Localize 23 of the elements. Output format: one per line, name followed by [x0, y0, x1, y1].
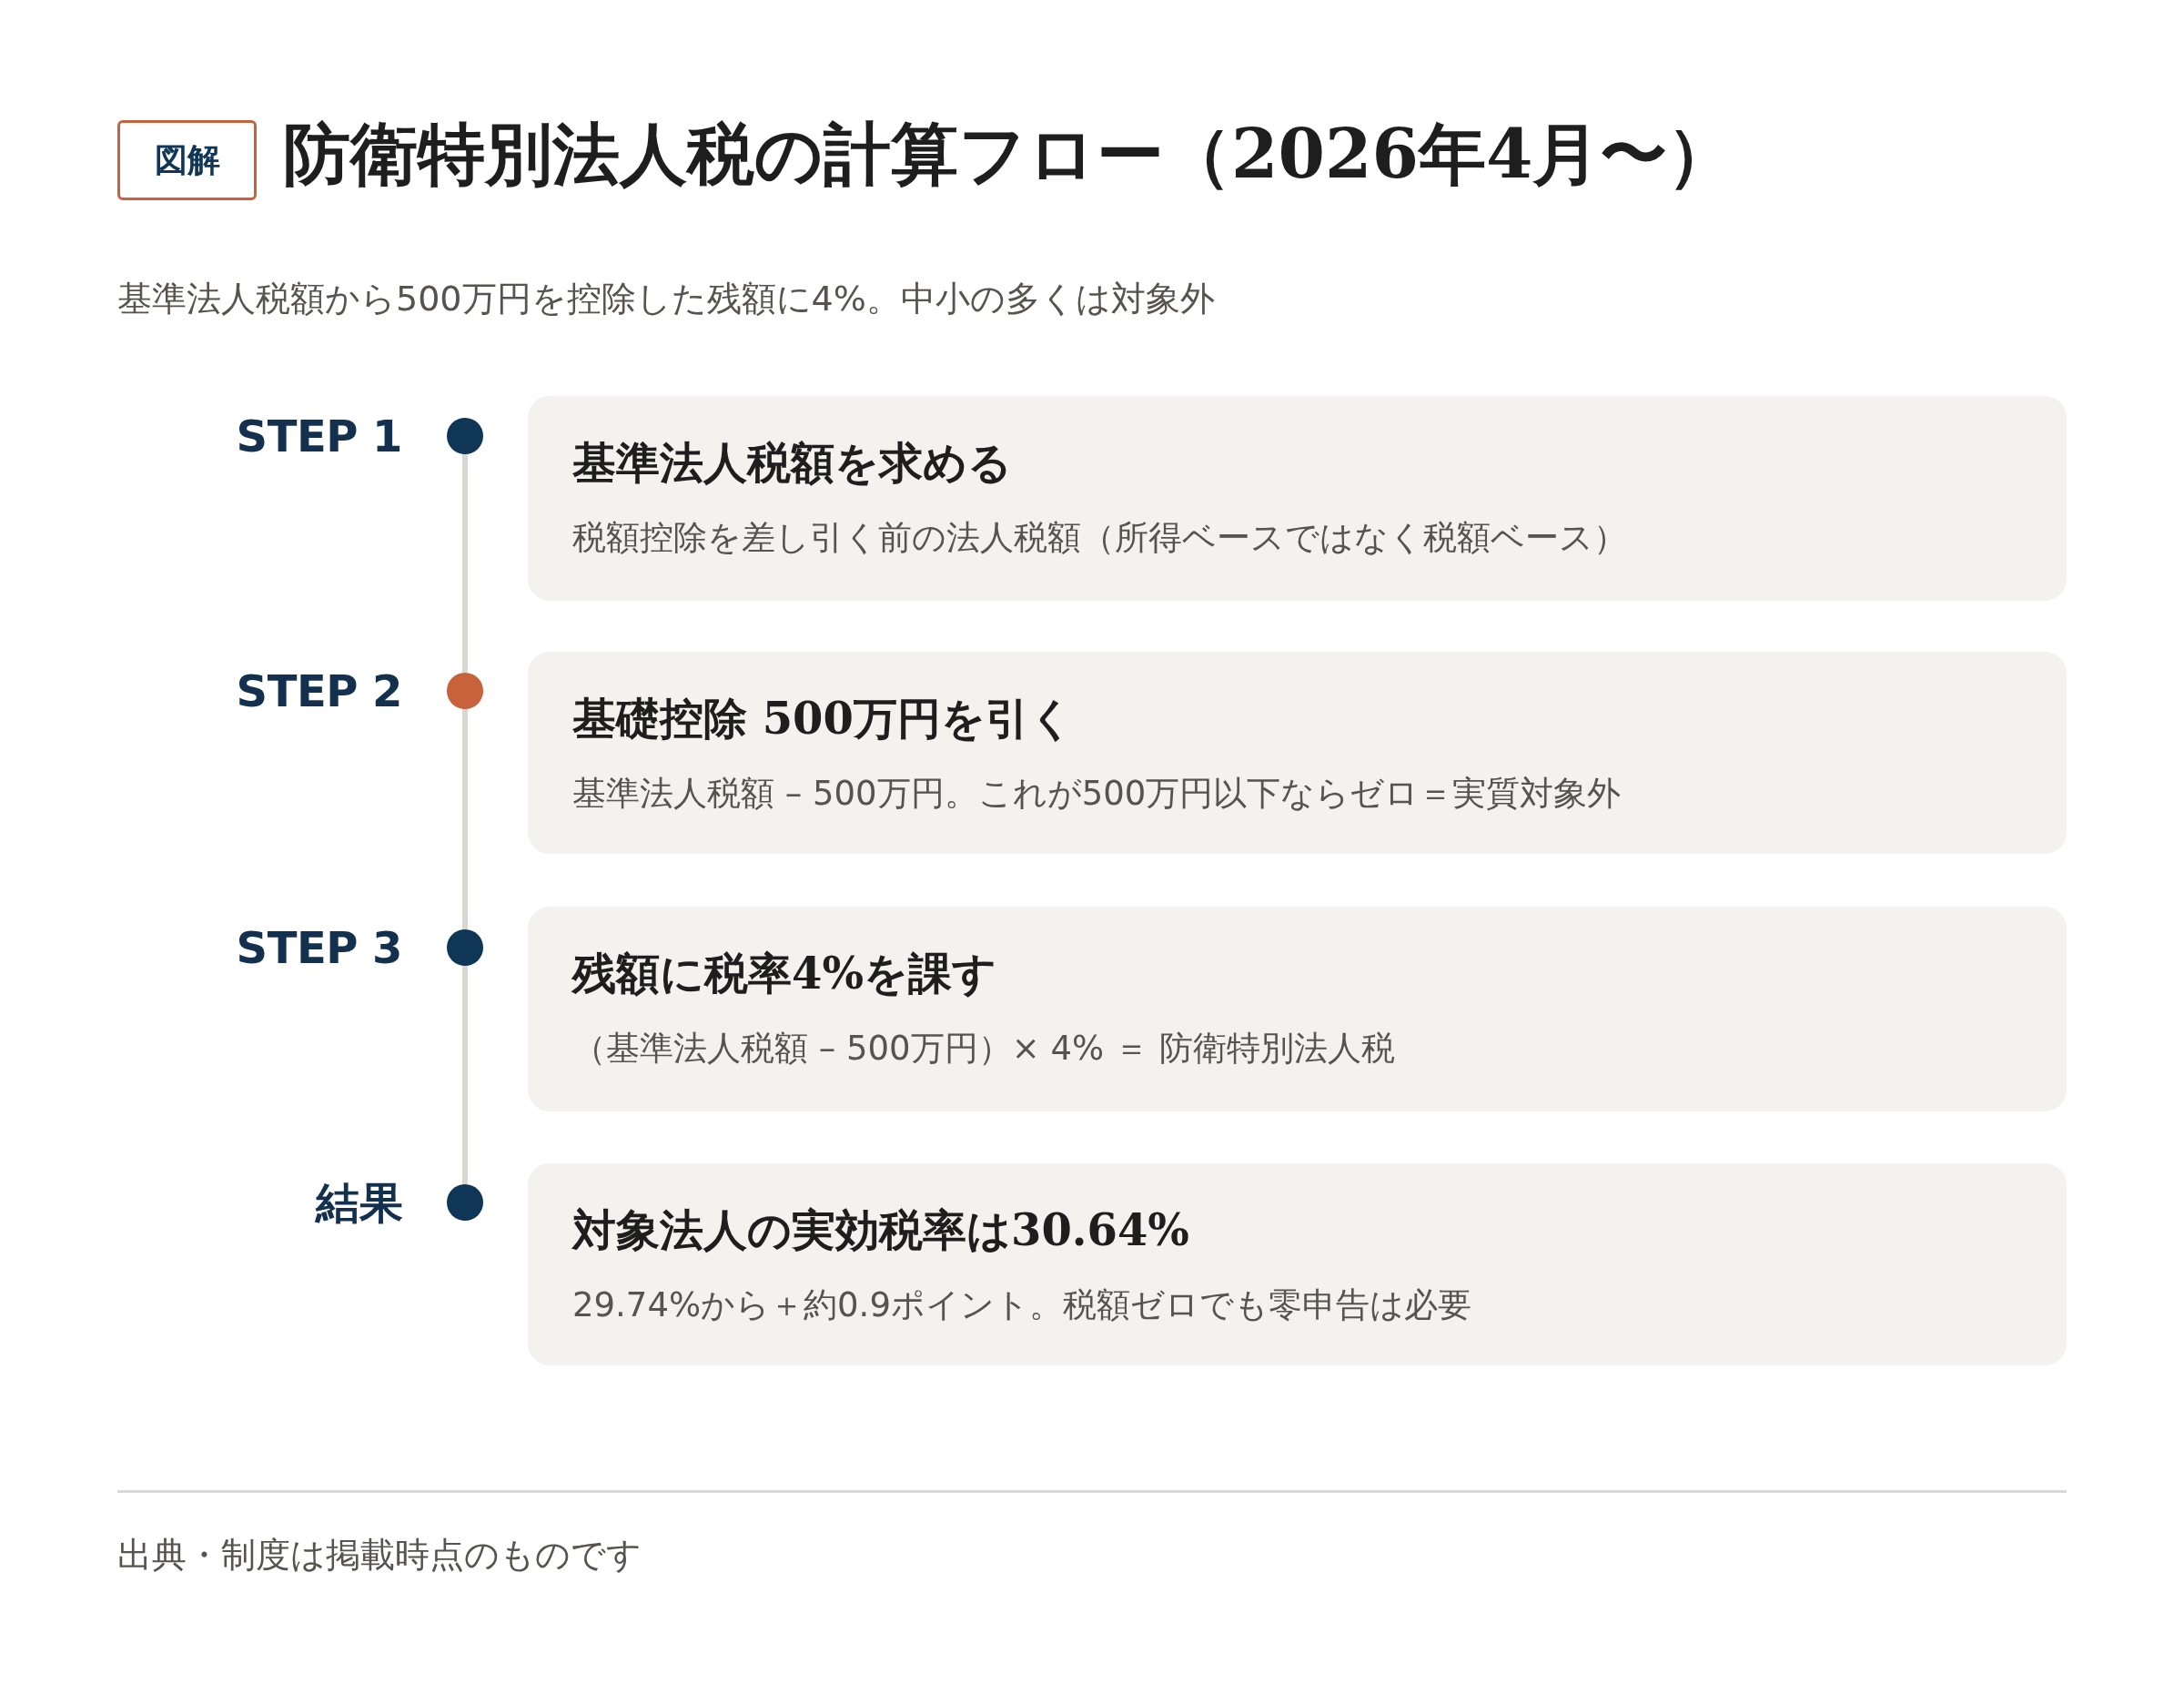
timeline-dot: [447, 1184, 483, 1221]
card-heading: 基礎控除 500万円を引く: [572, 692, 1074, 746]
heading-tag: 図解: [117, 120, 257, 200]
card-text: 基準法人税額 – 500万円。これが500万円以下ならゼロ＝実質対象外: [572, 773, 1622, 815]
card-heading: 基準法人税額を求める: [572, 436, 1012, 490]
card-text: 29.74%から＋約0.9ポイント。税額ゼロでも零申告は必要: [572, 1284, 1471, 1326]
step-label: 結果: [316, 1176, 402, 1229]
card-text: 税額控除を差し引く前の法人税額（所得ベースではなく税額ベース）: [572, 517, 1627, 559]
timeline-line: [462, 454, 468, 673]
timeline-dot: [447, 673, 483, 709]
title: 防衛特別法人税の計算フロー（2026年4月〜）: [283, 114, 1735, 195]
card-text: （基準法人税額 – 500万円）× 4% ＝ 防衛特別法人税: [572, 1028, 1395, 1070]
timeline-line: [462, 709, 468, 929]
card-heading: 対象法人の実効税率は30.64%: [572, 1203, 1189, 1257]
timeline-dot: [447, 418, 483, 454]
step-label: STEP 3: [236, 921, 402, 974]
timeline-line: [462, 966, 468, 1184]
step-label: STEP 1: [236, 410, 402, 462]
card-heading: 残額に税率4%を課す: [572, 947, 996, 1000]
subtitle: 基準法人税額から500万円を控除した残額に4%。中小の多くは対象外: [117, 278, 1215, 320]
step-label: STEP 2: [236, 664, 402, 717]
footnote: 出典・制度は掲載時点のものです: [117, 1534, 642, 1577]
timeline-dot: [447, 929, 483, 966]
